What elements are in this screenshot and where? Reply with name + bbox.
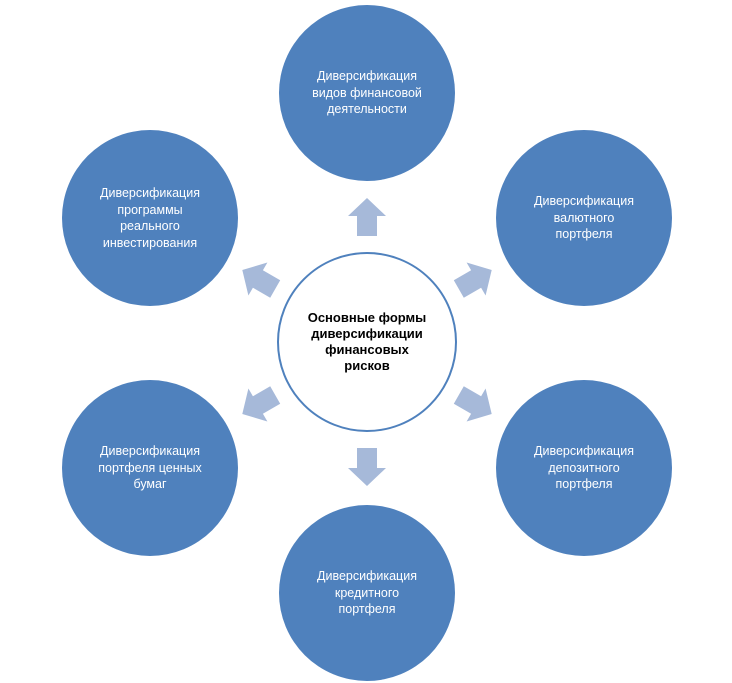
node-deposit-portfolio: Диверсификация депозитного портфеля [496, 380, 672, 556]
arrow-to-currency-portfolio [453, 262, 492, 298]
node-financial-activity: Диверсификация видов финансовой деятельн… [279, 5, 455, 181]
node-securities-portfolio: Диверсификация портфеля ценных бумаг [62, 380, 238, 556]
node-financial-activity-label: Диверсификация видов финансовой деятельн… [312, 69, 422, 117]
arrow-to-real-investment [242, 262, 281, 298]
node-deposit-portfolio-label: Диверсификация депозитного портфеля [534, 444, 634, 492]
arrow-to-credit-portfolio [348, 448, 386, 486]
arrow-to-securities-portfolio [242, 386, 281, 422]
node-real-investment-label: Диверсификация программы реального инвес… [100, 186, 200, 250]
center-node: Основные формы диверсификации финансовых… [277, 252, 457, 432]
center-node-label: Основные формы диверсификации финансовых… [307, 310, 427, 373]
node-currency-portfolio: Диверсификация валютного портфеля [496, 130, 672, 306]
arrow-to-deposit-portfolio [453, 386, 492, 422]
node-currency-portfolio-label: Диверсификация валютного портфеля [534, 194, 634, 242]
node-securities-portfolio-label: Диверсификация портфеля ценных бумаг [98, 444, 202, 492]
node-credit-portfolio-label: Диверсификация кредитного портфеля [317, 569, 417, 617]
arrow-to-financial-activity [348, 198, 386, 236]
node-credit-portfolio: Диверсификация кредитного портфеля [279, 505, 455, 681]
node-real-investment: Диверсификация программы реального инвес… [62, 130, 238, 306]
